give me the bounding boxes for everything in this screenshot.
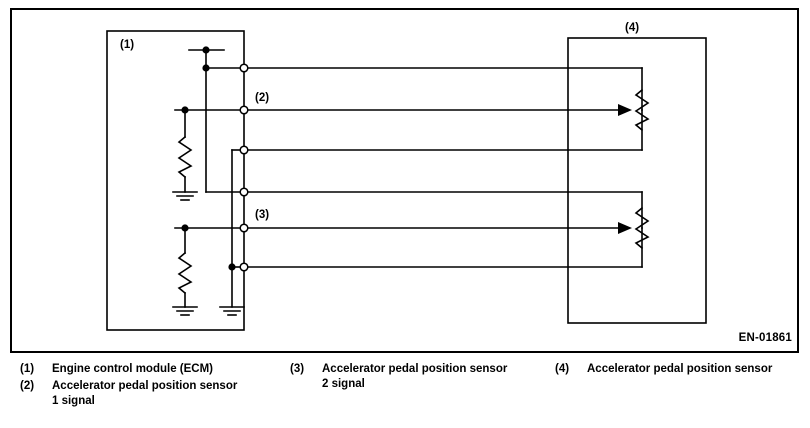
legend-item: (1) Engine control module (ECM) [20,362,290,377]
legend-item: (4) Accelerator pedal position sensor [555,362,810,377]
potentiometer-1-zigzag [634,88,650,132]
legend-label-cont: 2 signal [322,378,365,390]
ref-label-3: (3) [255,209,270,221]
junction-dot-supply-top [202,46,210,54]
connector-pin-2 [239,105,249,115]
legend: (1) Engine control module (ECM) (2) Acce… [10,362,800,424]
junction-dot-supply-node [202,64,210,72]
potentiometer-2-zigzag [634,206,650,250]
potentiometer-1-wiper-arrow [618,104,632,116]
legend-key: (2) [20,380,35,392]
ref-label-4: (4) [625,22,640,34]
legend-label: Accelerator pedal position sensor 2 sign… [322,362,507,392]
app2-resistor-zigzag [177,251,193,295]
legend-column-2: (3) Accelerator pedal position sensor 2 … [290,362,555,394]
part-code-label: EN-01861 [738,332,792,344]
connector-pin-1 [239,63,249,73]
legend-label-main: Accelerator pedal position sensor [322,363,508,375]
sensor-box [567,37,707,324]
legend-item: (3) Accelerator pedal position sensor 2 … [290,362,555,392]
circuit-schematic [106,30,707,331]
legend-label: Accelerator pedal position sensor 1 sign… [52,379,237,409]
legend-label: Engine control module (ECM) [52,362,213,377]
diagram-outer-frame [10,8,799,353]
junction-dot-sensor-ground [228,263,236,271]
junction-dot-app1-resistor [181,106,189,114]
connector-pin-6 [239,262,249,272]
legend-column-1: (1) Engine control module (ECM) (2) Acce… [20,362,290,411]
potentiometer-2-wiper-arrow [618,222,632,234]
legend-key: (1) [20,363,35,375]
app1-resistor-zigzag [177,135,193,179]
connector-pin-5 [239,223,249,233]
legend-label-main: Accelerator pedal position sensor [587,363,773,375]
legend-key: (3) [290,363,305,375]
legend-column-3: (4) Accelerator pedal position sensor [555,362,810,379]
connector-pin-3 [239,145,249,155]
junction-dot-app2-resistor [181,224,189,232]
legend-label-cont: 1 signal [52,395,95,407]
legend-item: (2) Accelerator pedal position sensor 1 … [20,379,290,409]
connector-pin-4 [239,187,249,197]
ecm-box [106,30,245,331]
ref-label-1: (1) [120,39,135,51]
legend-label-main: Accelerator pedal position sensor [52,380,238,392]
ref-label-2: (2) [255,92,270,104]
legend-label: Accelerator pedal position sensor [587,362,772,377]
legend-label-main: Engine control module (ECM) [52,363,213,375]
legend-key: (4) [555,363,570,375]
